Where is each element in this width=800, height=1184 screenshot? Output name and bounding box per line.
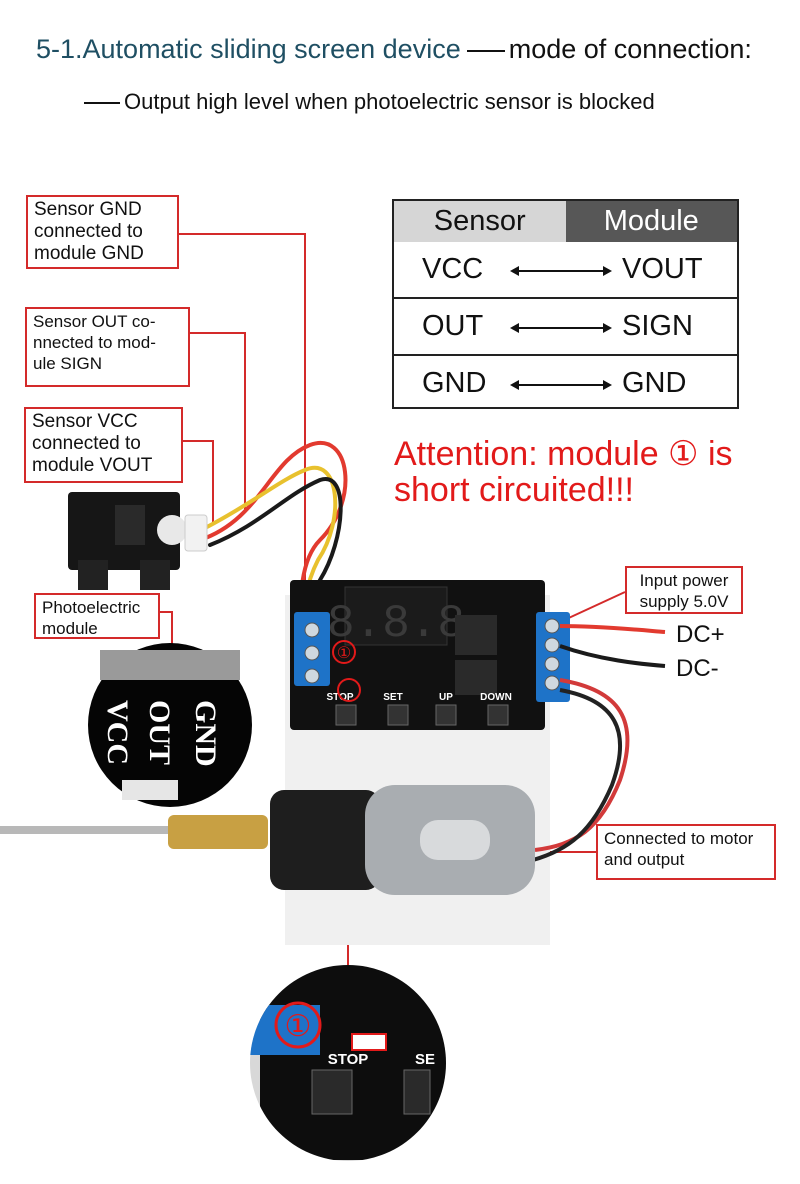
row-sensor-pin: GND xyxy=(422,367,487,399)
callout-sensor-gnd: Sensor GND connected to module GND xyxy=(26,195,179,269)
subtitle-text: Output high level when photoelectric sen… xyxy=(124,89,655,114)
leader-photo xyxy=(160,611,173,650)
table-header: Sensor Module xyxy=(394,201,737,242)
row-module-pin: GND xyxy=(622,367,687,399)
callout-sensor-vcc: Sensor VCC connected to module VOUT xyxy=(24,407,183,483)
wire-motor-black xyxy=(532,688,622,862)
zoom-pin-out: OUT xyxy=(143,700,176,765)
connection-table: Sensor Module VCC VOUT OUT SIGN GND GND xyxy=(392,199,739,409)
leader-power xyxy=(559,591,626,623)
title-dash xyxy=(466,49,505,52)
wire-dc-minus xyxy=(559,644,666,668)
photoelectric-sensor xyxy=(68,492,208,590)
dc-plus-label: DC+ xyxy=(676,621,725,648)
row-module-pin: VOUT xyxy=(622,253,703,285)
subtitle: Output high level when photoelectric sen… xyxy=(84,89,655,115)
callout-photoelectric: Photoelectric module xyxy=(34,593,160,639)
leader-out xyxy=(190,332,246,512)
zoom-pin-gnd: GND xyxy=(189,700,222,767)
board-marker: ① xyxy=(337,645,351,662)
row-sensor-pin: OUT xyxy=(422,310,484,342)
callout-input-power: Input power supply 5.0V xyxy=(625,566,743,614)
double-arrow-icon xyxy=(510,322,612,333)
callout-motor-text: Connected to motor and output xyxy=(604,829,754,869)
btn-label-up: UP xyxy=(439,692,453,703)
double-arrow-icon xyxy=(510,265,612,276)
row-module-pin: SIGN xyxy=(622,310,693,342)
table-header-sensor: Sensor xyxy=(394,201,566,242)
zoom-marker: ① xyxy=(285,1010,312,1043)
leader-vcc xyxy=(183,440,214,523)
zoom-sensor-pins: VCC OUT GND xyxy=(88,643,252,807)
seven-seg-display: 8.8.8 xyxy=(327,598,465,650)
callout-sensor-vcc-text: Sensor VCC connected to module VOUT xyxy=(32,411,153,476)
page-title: 5-1.Automatic sliding screen device mode … xyxy=(36,34,752,65)
dc-motor xyxy=(0,785,535,895)
btn-label-set: SET xyxy=(383,692,402,703)
table-row: OUT SIGN xyxy=(394,297,737,354)
zoom-stop-label: STOP xyxy=(328,1051,369,1068)
callout-photoelectric-text: Photoelectric module xyxy=(42,598,141,638)
subtitle-dash xyxy=(84,102,120,105)
callout-sensor-out-text: Sensor OUT co- nnected to mod- ule SIGN xyxy=(33,312,156,373)
attention-warning: Attention: module ① is short circuited!!… xyxy=(394,435,733,509)
callout-motor: Connected to motor and output xyxy=(596,824,776,880)
callout-input-power-text: Input power supply 5.0V xyxy=(639,571,729,611)
wire-dc-plus xyxy=(559,624,666,634)
title-main: 5-1.Automatic sliding screen device xyxy=(36,34,461,64)
zoom-se-label: SE xyxy=(415,1051,435,1068)
btn-label-down: DOWN xyxy=(480,692,512,703)
callout-sensor-gnd-text: Sensor GND connected to module GND xyxy=(34,199,144,264)
title-tail: mode of connection: xyxy=(508,34,752,64)
double-arrow-icon xyxy=(510,379,612,390)
dc-minus-label: DC- xyxy=(676,655,719,682)
leader-gnd xyxy=(179,233,306,620)
row-sensor-pin: VCC xyxy=(422,253,484,285)
table-row: GND GND xyxy=(394,354,737,411)
zoom-pin-vcc: VCC xyxy=(101,700,134,765)
table-row: VCC VOUT xyxy=(394,242,737,297)
zoom-board-jumper: STOP SE ① xyxy=(250,965,446,1161)
callout-sensor-out: Sensor OUT co- nnected to mod- ule SIGN xyxy=(25,307,190,387)
table-header-module: Module xyxy=(565,201,737,242)
